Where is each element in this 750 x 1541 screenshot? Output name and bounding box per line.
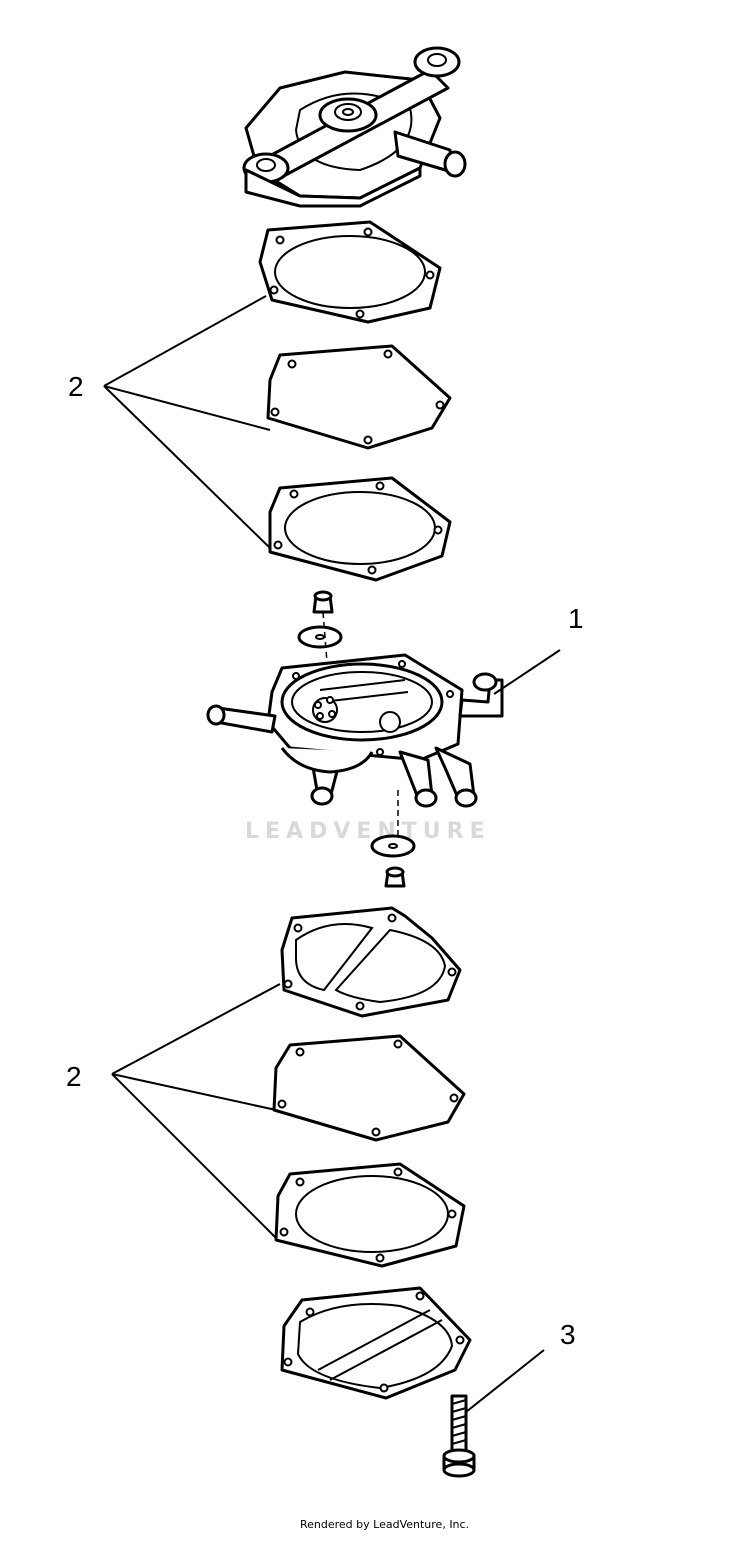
pump-cover-top	[242, 46, 467, 208]
callout-label-1: 1	[568, 603, 584, 634]
callout-2-lower-leaders	[111, 983, 281, 1239]
callout-1-leader	[493, 649, 561, 695]
screw	[442, 1394, 476, 1478]
callout-label-2-lower: 2	[66, 1061, 82, 1092]
gasket-round-2	[268, 476, 452, 582]
gasket-round-1	[258, 220, 442, 324]
gasket-twin-1	[280, 906, 462, 1018]
diaphragm-2	[272, 1034, 466, 1142]
pump-cover-bottom	[280, 1286, 472, 1400]
check-valve-lower	[370, 790, 416, 888]
callout-label-2-upper: 2	[68, 371, 84, 402]
callout-3-leader	[465, 1349, 545, 1413]
callout-label-3: 3	[560, 1319, 576, 1350]
footer-credit: Rendered by LeadVenture, Inc.	[300, 1518, 469, 1531]
callout-2-upper-leaders	[103, 295, 271, 549]
pump-body	[206, 653, 504, 808]
gasket-round-3	[274, 1162, 466, 1268]
diaphragm-1	[266, 344, 452, 450]
check-valve-upper	[297, 590, 343, 701]
watermark-text: LEADVENTURE	[245, 819, 491, 844]
